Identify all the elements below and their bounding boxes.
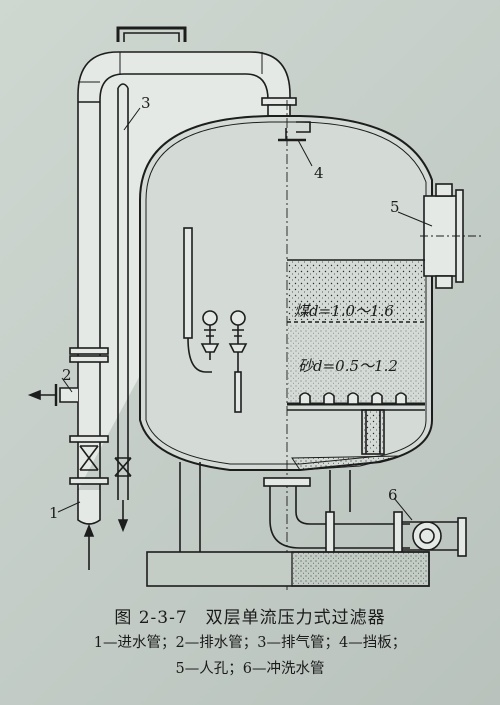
sight-glass (183, 227, 212, 373)
nozzle (371, 392, 383, 405)
support-legs (179, 462, 351, 552)
manhole (420, 183, 482, 289)
legend-line-2: 5—人孔；6—冲洗水管 (175, 661, 325, 677)
sand-layer (287, 321, 425, 402)
vent-pipe (114, 83, 132, 533)
pressure-gauge-right (228, 310, 248, 413)
coal-layer-label: 煤d=1.0～1.6 (294, 302, 394, 320)
nozzle (323, 392, 335, 405)
baffle-plate (278, 121, 311, 142)
anthracite-layer (287, 259, 425, 320)
foundation (146, 551, 430, 587)
callout-5: 5 (390, 198, 400, 216)
top-handle (116, 26, 187, 42)
callout-6: 6 (388, 486, 398, 504)
callout-1: 1 (49, 504, 59, 522)
backwash-pipe (263, 477, 467, 561)
callout-3: 3 (141, 94, 151, 112)
callout-leaders (57, 107, 433, 521)
figure-title: 双层单流压力式过滤器 (205, 608, 386, 628)
nozzle (347, 392, 359, 405)
figure-caption: 图 2-3-7 双层单流压力式过滤器 (0, 603, 500, 628)
nozzle (395, 392, 407, 405)
sand-layer-label: 砂d=0.5～1.2 (298, 357, 398, 375)
underdrain-plate (287, 392, 425, 455)
drain-pipe (27, 384, 78, 406)
legend-line-1: 1—进水管；2—排水管；3—排气管；4—挡板； (93, 635, 407, 651)
callout-2: 2 (62, 366, 72, 384)
nozzle (299, 392, 311, 405)
filter-diagram: 1 2 3 4 5 6 煤d=1.0～1.6 砂d=0.5～1.2 (27, 26, 482, 590)
pressure-gauge-left (200, 310, 220, 360)
figure-number: 图 2-3-7 (114, 608, 188, 628)
callout-4: 4 (314, 164, 324, 182)
bottom-fill (291, 455, 401, 471)
